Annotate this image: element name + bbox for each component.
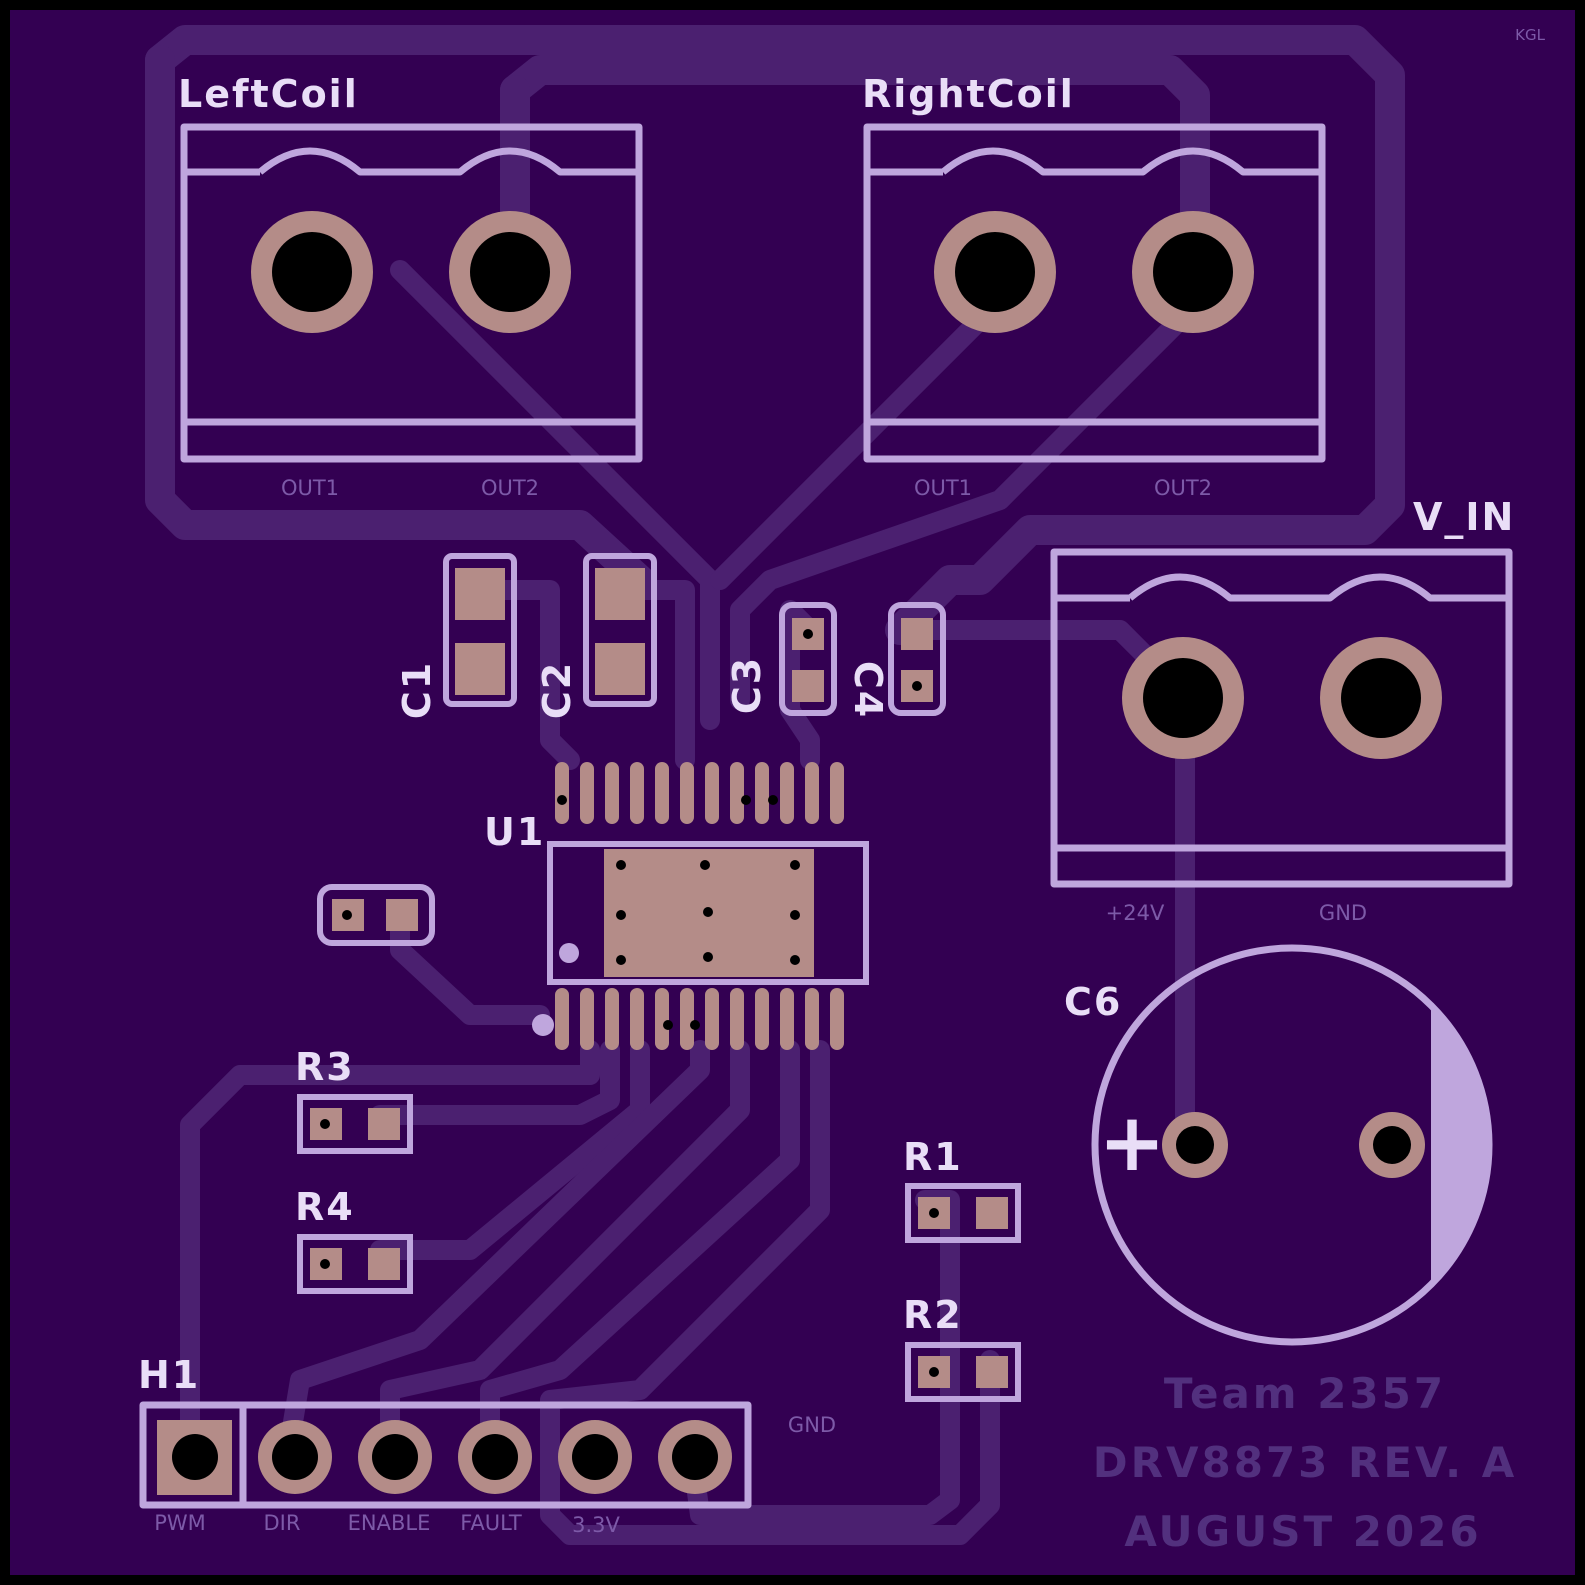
trace-dir [280,1040,710,1450]
r2-label: R2 [903,1293,963,1337]
capacitor-c6[interactable]: + C6 [1064,944,1493,1346]
capacitor-c4[interactable]: C4 [846,602,946,719]
trace-pwm [180,1040,600,1450]
right-coil-pin2-label: OUT2 [1154,476,1212,500]
h1-pin-3v3: 3.3V [572,1513,620,1537]
h1-label: H1 [138,1353,200,1397]
vin-connector[interactable]: V_IN +24V GND [1050,495,1515,925]
r4-label: R4 [295,1185,355,1229]
h1-pin-enable: ENABLE [348,1511,431,1535]
left-coil-outline [180,123,643,463]
copper-traces [145,25,1405,1545]
u1-bottom-pins [555,988,844,1050]
resistor-r4[interactable]: R4 [295,1185,413,1294]
c6-polarity-band [1431,1005,1490,1285]
capacitor-c1[interactable]: C1 [395,553,517,719]
u1-label: U1 [484,810,545,854]
left-coil-pin2-label: OUT2 [481,476,539,500]
left-coil-pin1-label: OUT1 [281,476,339,500]
trace-left-loop [145,45,655,595]
c4-label: C4 [846,661,890,719]
c6-plus-sign: + [1098,1096,1165,1189]
capacitor-unlabeled[interactable] [317,884,435,946]
r1-label: R1 [903,1135,963,1179]
right-coil-pin1-label: OUT1 [914,476,972,500]
left-coil-label: LeftCoil [178,72,359,116]
branding-part: DRV8873 REV. A [1093,1438,1517,1487]
capacitor-c2[interactable]: C2 [535,553,657,719]
trace-r3 [370,1040,620,1125]
u1-body-outline [547,841,869,985]
h1-pin-pwm: PWM [154,1511,206,1535]
trace-3v3 [540,1040,1000,1545]
c1-label: C1 [395,661,439,719]
board-branding: Team 2357 DRV8873 REV. A AUGUST 2026 [1093,1369,1517,1556]
u1-top-pins [555,762,844,824]
c3-label: C3 [725,656,769,714]
right-coil-connector[interactable]: RightCoil OUT1 OUT2 [862,72,1326,500]
vin-pin2-label: GND [1319,901,1367,925]
h1-pin-dir: DIR [264,1511,301,1535]
right-coil-label: RightCoil [862,72,1075,116]
left-coil-top-profile [257,147,639,176]
vin-pin1-label: +24V [1106,901,1165,925]
r3-label: R3 [295,1045,355,1089]
resistor-r3[interactable]: R3 [295,1045,413,1154]
c6-label: C6 [1064,980,1122,1024]
vin-outline [1050,548,1513,888]
vin-label: V_IN [1413,495,1515,539]
resistor-r2[interactable]: R2 [903,1293,1021,1402]
trace-outer-loop [145,25,1405,645]
vin-top-profile [1127,573,1509,602]
h1-pin-gnd: GND [788,1413,836,1437]
branding-team: Team 2357 [1164,1369,1446,1418]
capacitor-c3[interactable]: C3 [725,602,837,716]
right-coil-top-profile [940,147,1322,176]
right-coil-outline [863,123,1326,463]
trace-rightcoil-out1 [710,300,1000,590]
left-coil-connector[interactable]: LeftCoil OUT1 OUT2 [178,72,643,500]
trace-rightcoil-out2 [730,300,1200,710]
branding-date: AUGUST 2026 [1124,1507,1481,1556]
header-h1[interactable]: H1 PWM DIR ENABLE FAULT 3.3V GND [138,1353,836,1537]
c2-label: C2 [535,661,579,719]
u1-thermal-vias [616,860,800,965]
resistor-r1[interactable]: R1 [903,1135,1021,1243]
corner-mark: KGL [1515,26,1545,44]
ic-u1[interactable]: U1 [484,762,869,1050]
trace-r4 [370,1040,650,1260]
u1-pin1-marker [559,943,579,963]
h1-pin-fault: FAULT [460,1511,522,1535]
u1-pin1-dot [532,1014,554,1036]
